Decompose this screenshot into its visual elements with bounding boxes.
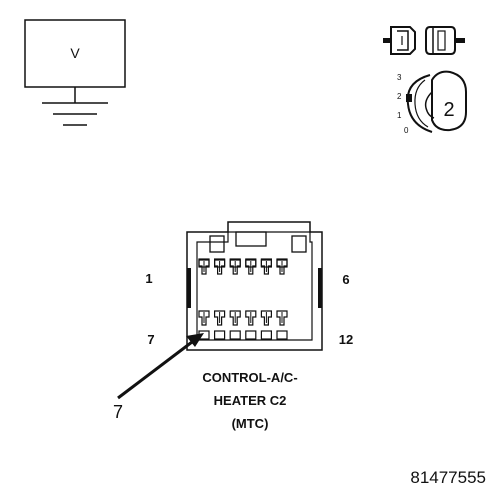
cavity-top-row-terminal <box>245 259 257 275</box>
voltmeter: V <box>24 19 126 126</box>
figure-number: 81477555 <box>410 468 486 487</box>
cavity-bottom-row-terminal <box>245 310 257 326</box>
cavity-bottom-row-pad <box>260 330 272 340</box>
pin-label-12: 12 <box>339 332 353 347</box>
connector-title-line1: CONTROL-A/C- <box>202 370 297 385</box>
key-position-2: 2 <box>397 92 402 101</box>
pin-label-1: 1 <box>145 271 152 286</box>
pin-label-6: 6 <box>342 272 349 287</box>
voltmeter-symbol: V <box>70 45 80 61</box>
cavity-top-row-terminal <box>276 259 288 275</box>
key-selected-position: 2 <box>443 99 454 121</box>
cavity-top-row-terminal <box>214 259 226 275</box>
cavity-bottom-row-terminal <box>198 310 210 326</box>
pin-label-7: 7 <box>147 332 154 347</box>
cavity-top-row-terminal <box>198 259 210 275</box>
cavity-bottom-row-terminal <box>276 310 288 326</box>
disconnected-connector-icon <box>383 26 465 55</box>
pin-cavities <box>198 258 288 340</box>
cavity-top-row-terminal <box>260 259 272 275</box>
connector-face <box>186 221 323 351</box>
cavity-bottom-row-terminal <box>214 310 226 326</box>
cavity-bottom-row-pad <box>214 330 226 340</box>
key-position-1: 1 <box>397 111 402 120</box>
probe-arrow <box>117 333 204 400</box>
cavity-top-row-terminal <box>229 259 241 275</box>
key-position-0: 0 <box>404 126 409 135</box>
cavity-bottom-row-pad <box>229 330 241 340</box>
ground-icon <box>42 102 108 126</box>
probe-pin-label: 7 <box>113 402 123 422</box>
cavity-bottom-row-terminal <box>229 310 241 326</box>
ignition-key-icon: 3 2 1 0 2 <box>397 70 467 135</box>
cavity-bottom-row-pad <box>276 330 288 340</box>
cavity-bottom-row-pad <box>245 330 257 340</box>
cavity-bottom-row-terminal <box>260 310 272 326</box>
key-position-3: 3 <box>397 73 402 82</box>
connector-title-line3: (MTC) <box>232 416 269 431</box>
connector-title-line2: HEATER C2 <box>214 393 287 408</box>
